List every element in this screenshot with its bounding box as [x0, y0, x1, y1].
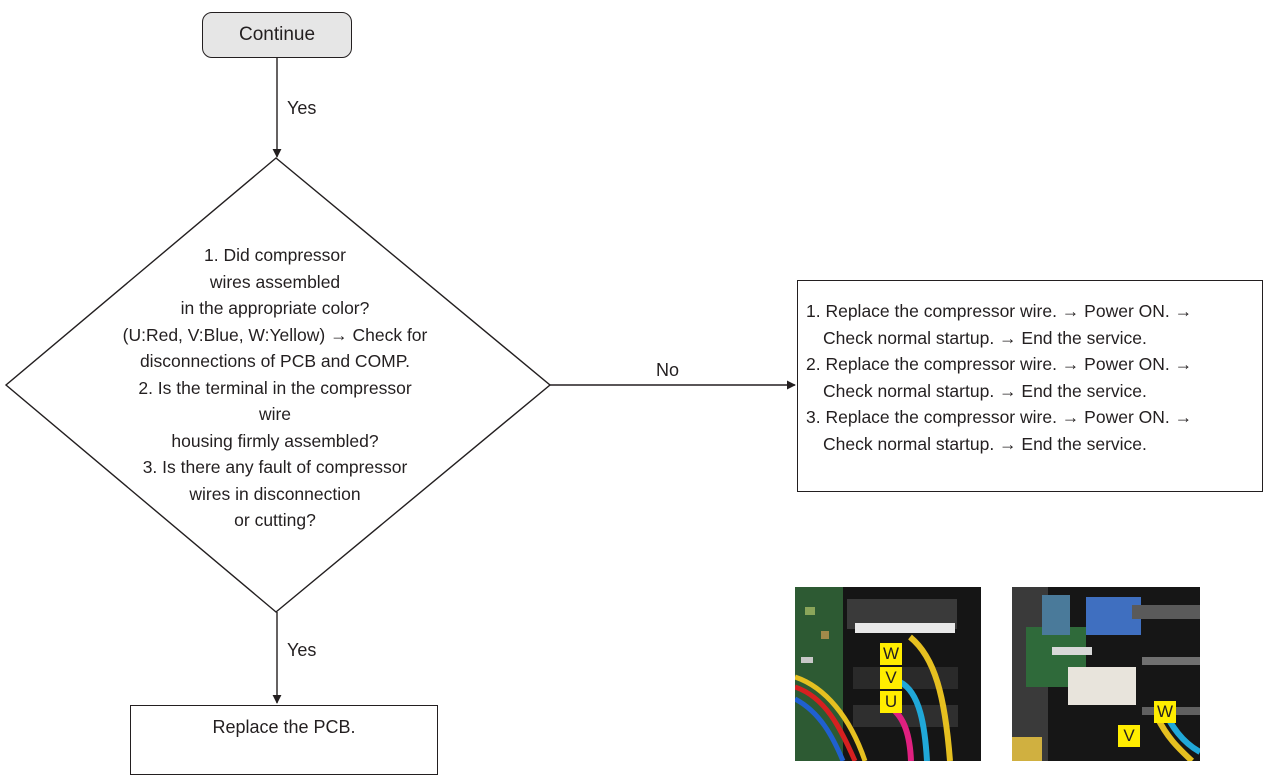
remedy-box: 1. Replace the compressor wire. → Power …: [797, 280, 1263, 492]
wire-tag-v: V: [880, 667, 902, 689]
remedy-step-3: 3. Replace the compressor wire. → Power …: [806, 407, 1193, 454]
photo-compressor-wires-1-graphic: [795, 587, 981, 761]
edge-label-yes-top: Yes: [287, 98, 317, 118]
start-node-label: Continue: [238, 24, 316, 45]
action-box-label: Replace the PCB.: [212, 717, 356, 737]
edge-label-yes-bottom: Yes: [287, 640, 317, 660]
decision-question-text: 1. Did compressor wires assembled in the…: [122, 245, 428, 530]
decision-diamond: [4, 157, 552, 613]
wire-tag-u: U: [880, 691, 902, 713]
photo-compressor-wires-1: W V U: [795, 587, 981, 761]
wire-tag-w-2: W: [1154, 701, 1176, 723]
edge-label-no: No: [656, 360, 680, 380]
wire-tag-w: W: [880, 643, 902, 665]
photo-compressor-wires-2: W V: [1012, 587, 1200, 761]
start-node-continue: Continue: [202, 12, 352, 58]
action-box-replace-pcb: Replace the PCB.: [130, 705, 438, 775]
photo-compressor-wires-2-graphic: [1012, 587, 1200, 761]
remedy-step-1: 1. Replace the compressor wire. → Power …: [806, 301, 1193, 348]
wire-tag-v-2: V: [1118, 725, 1140, 747]
remedy-step-2: 2. Replace the compressor wire. → Power …: [806, 354, 1193, 401]
